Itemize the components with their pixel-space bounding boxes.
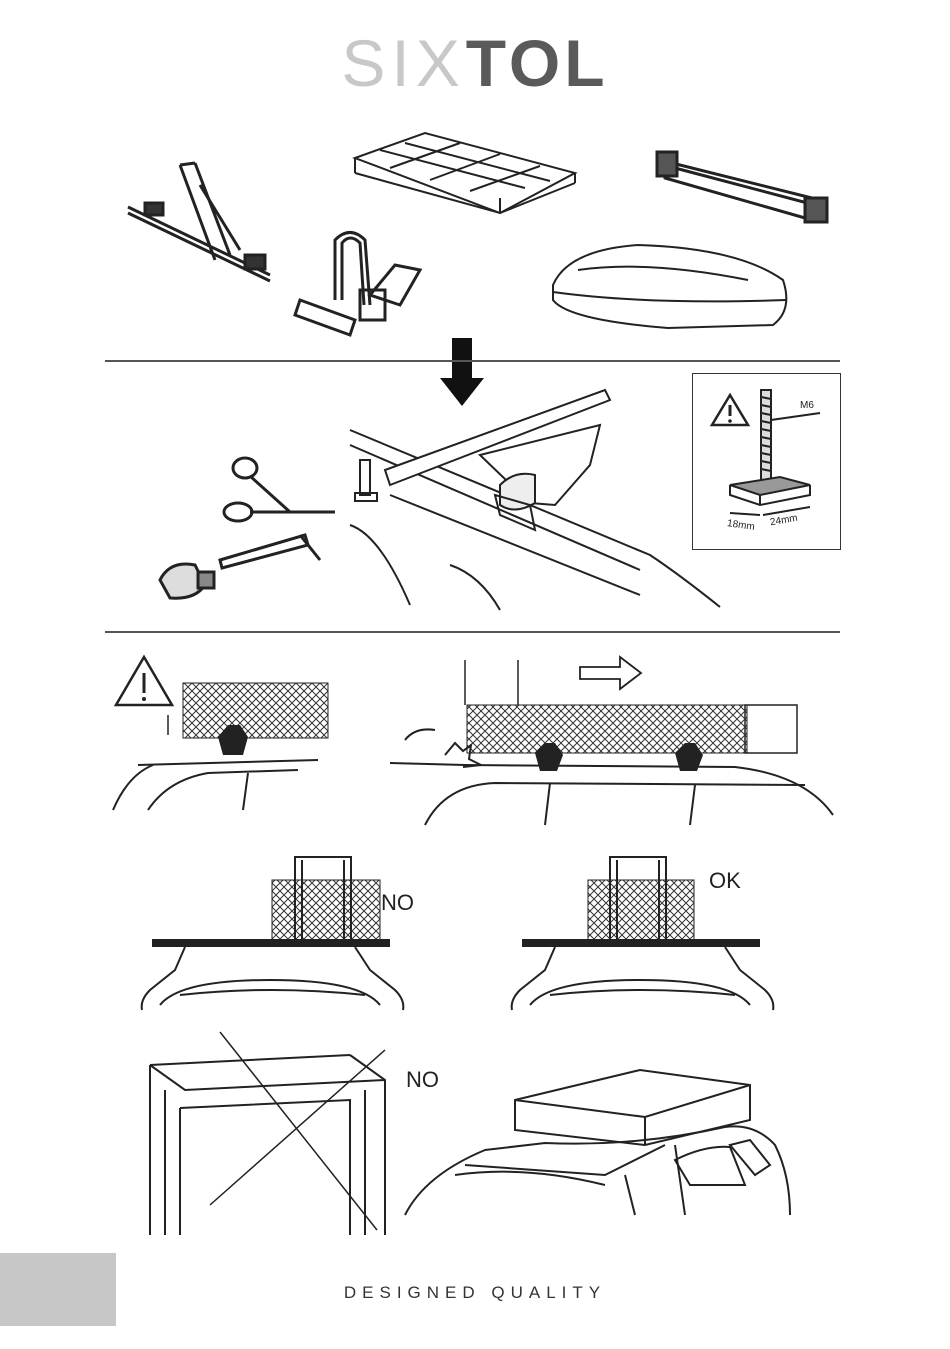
load-slide-illustration (385, 655, 835, 830)
off-center-load-illustration (140, 855, 410, 1015)
brand-logo-tol: TOL (466, 26, 609, 100)
ski-carrier-illustration (655, 140, 835, 230)
load-height-warning-illustration (108, 655, 338, 815)
garage-doorway-crossed-illustration (145, 1030, 395, 1240)
bike-carrier-illustration (120, 155, 280, 285)
ok-label: OK (709, 868, 741, 894)
roof-bar-mount-illustration (350, 385, 720, 610)
roof-basket-illustration (350, 128, 580, 218)
brand-logo: SIXTOL (0, 30, 950, 96)
brand-logo-six: SIX (341, 26, 465, 100)
footer-tagline: DESIGNED QUALITY (0, 1283, 950, 1303)
kayak-carrier-illustration (290, 225, 440, 340)
section-divider-1 (105, 360, 840, 362)
scissors-icon (150, 450, 350, 610)
car-with-roof-load-illustration (405, 1065, 795, 1225)
t-bolt-illustration (725, 385, 835, 535)
bolt-size-label: M6 (800, 400, 814, 411)
no-label-top: NO (381, 890, 414, 916)
section-divider-2 (105, 631, 840, 633)
roof-box-illustration (548, 240, 793, 335)
